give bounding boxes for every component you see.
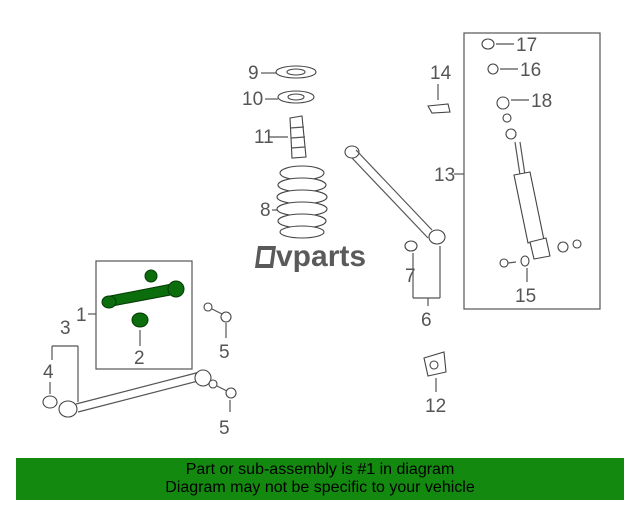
part-6-lateral-rod[interactable] <box>344 145 446 245</box>
part-4-bushing[interactable] <box>42 395 58 409</box>
upper-arm-group-box <box>95 260 193 370</box>
callout-9[interactable]: 9 <box>248 63 259 84</box>
part-8-coil-spring[interactable] <box>276 165 328 239</box>
callout-15[interactable]: 15 <box>515 286 536 307</box>
callout-11[interactable]: 11 <box>254 127 274 148</box>
part-5-bolt-lower[interactable] <box>208 379 237 399</box>
callout-4[interactable]: 4 <box>43 362 54 383</box>
brand-logo-text: vparts <box>276 240 366 273</box>
callout-5-upper[interactable]: 5 <box>219 342 230 363</box>
shock-absorber-group-box <box>463 32 601 310</box>
callout-2[interactable]: 2 <box>134 348 145 369</box>
part-17-shape[interactable] <box>481 38 495 50</box>
callout-13[interactable]: 13 <box>434 165 455 186</box>
callout-3[interactable]: 3 <box>60 318 71 339</box>
brand-logo: vparts <box>255 240 366 273</box>
callout-16[interactable]: 16 <box>520 60 541 81</box>
part-16-shape[interactable] <box>487 63 499 75</box>
callout-10[interactable]: 10 <box>242 89 263 110</box>
part-18-shape[interactable] <box>496 96 510 110</box>
callout-14[interactable]: 14 <box>430 63 452 84</box>
shock-absorber-drawing[interactable] <box>502 113 582 260</box>
part-15-bolts[interactable] <box>499 255 530 268</box>
part-3-lower-control-arm[interactable] <box>58 369 212 418</box>
banner-line-1: Part or sub-assembly is #1 in diagram <box>185 461 455 478</box>
part-11-bump-stop[interactable] <box>289 115 307 159</box>
callout-5-lower[interactable]: 5 <box>219 418 230 439</box>
part-14-shape[interactable] <box>427 103 451 114</box>
callout-8[interactable]: 8 <box>260 200 271 221</box>
part-7-bushing[interactable] <box>404 240 418 252</box>
callout-18[interactable]: 18 <box>531 91 552 112</box>
part-5-bolt-upper[interactable] <box>203 302 232 323</box>
callout-1[interactable]: 1 <box>76 305 87 326</box>
callout-6[interactable]: 6 <box>421 310 432 331</box>
notice-banner: Part or sub-assembly is #1 in diagram Di… <box>16 458 624 500</box>
callout-7[interactable]: 7 <box>405 266 416 287</box>
callout-12[interactable]: 12 <box>425 396 446 417</box>
banner-line-2: Diagram may not be specific to your vehi… <box>165 479 475 496</box>
callout-17[interactable]: 17 <box>516 35 537 56</box>
part-1-upper-control-arm[interactable] <box>101 269 185 328</box>
part-12-bracket[interactable] <box>423 351 447 377</box>
